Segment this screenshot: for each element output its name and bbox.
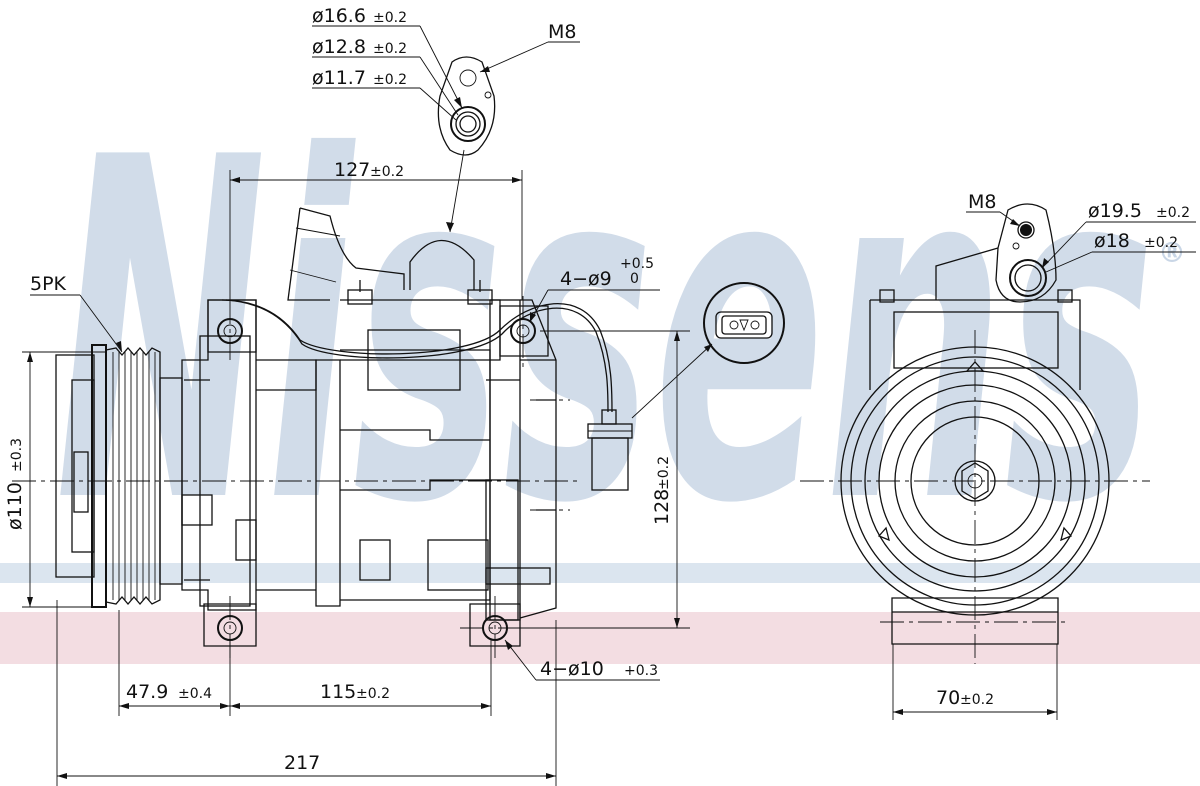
compressor-front-view	[800, 203, 1150, 664]
dim-d16-6-tol: ±0.2	[373, 10, 407, 26]
dim-holes-9-tol-low: 0	[630, 271, 639, 287]
pulley	[55, 344, 183, 608]
dim-127-tol: ±0.2	[370, 164, 404, 180]
dim-70: 70	[936, 687, 960, 709]
dim-115: 115	[320, 681, 356, 703]
label-m8-top: M8	[548, 21, 576, 43]
dim-d18-tol: ±0.2	[1144, 235, 1178, 251]
discharge-port-detail	[437, 56, 496, 156]
dim-47-9-tol: ±0.4	[178, 686, 212, 702]
dim-holes-9: 4−ø9	[560, 268, 612, 290]
dim-d19-5-tol: ±0.2	[1156, 205, 1190, 221]
suction-port	[287, 207, 475, 301]
watermark-band-pink	[0, 612, 1200, 664]
dim-holes-9-tol-up: +0.5	[620, 256, 654, 272]
dim-d110-tol: ±0.3	[9, 438, 25, 472]
wire-harness	[221, 299, 633, 491]
label-5pk: 5PK	[30, 273, 67, 295]
dim-128: 128	[651, 489, 673, 525]
dimension-labels: ø16.6 ±0.2 ø12.8 ±0.2 ø11.7 ±0.2 M8 127 …	[4, 5, 1190, 774]
dim-115-tol: ±0.2	[356, 686, 390, 702]
label-m8-right: M8	[968, 191, 996, 213]
dim-d11-7: ø11.7	[312, 67, 366, 89]
dimension-arrowheads	[27, 66, 1057, 779]
dim-217: 217	[284, 752, 320, 774]
watermark-logo: Nissens	[55, 59, 1155, 606]
dim-d19-5: ø19.5	[1088, 200, 1142, 222]
compressor-side-view	[12, 207, 633, 660]
dim-47-9: 47.9	[126, 681, 168, 703]
dim-d12-8-tol: ±0.2	[373, 41, 407, 57]
dim-127: 127	[334, 159, 370, 181]
dim-d110: ø110	[4, 482, 26, 530]
dim-holes-10: 4−ø10	[540, 658, 604, 680]
dim-holes-10-tol: +0.3	[624, 663, 658, 679]
connector-detail	[703, 282, 785, 364]
dim-d18: ø18	[1094, 230, 1130, 252]
dimension-lines	[22, 25, 1196, 786]
dim-d12-8: ø12.8	[312, 36, 366, 58]
dim-d16-6: ø16.6	[312, 5, 366, 27]
dim-128-tol: ±0.2	[656, 456, 672, 490]
dim-d11-7-tol: ±0.2	[373, 72, 407, 88]
watermark-registered: ®	[1158, 236, 1186, 269]
dim-70-tol: ±0.2	[960, 692, 994, 708]
watermark-band-blue	[0, 563, 1200, 583]
